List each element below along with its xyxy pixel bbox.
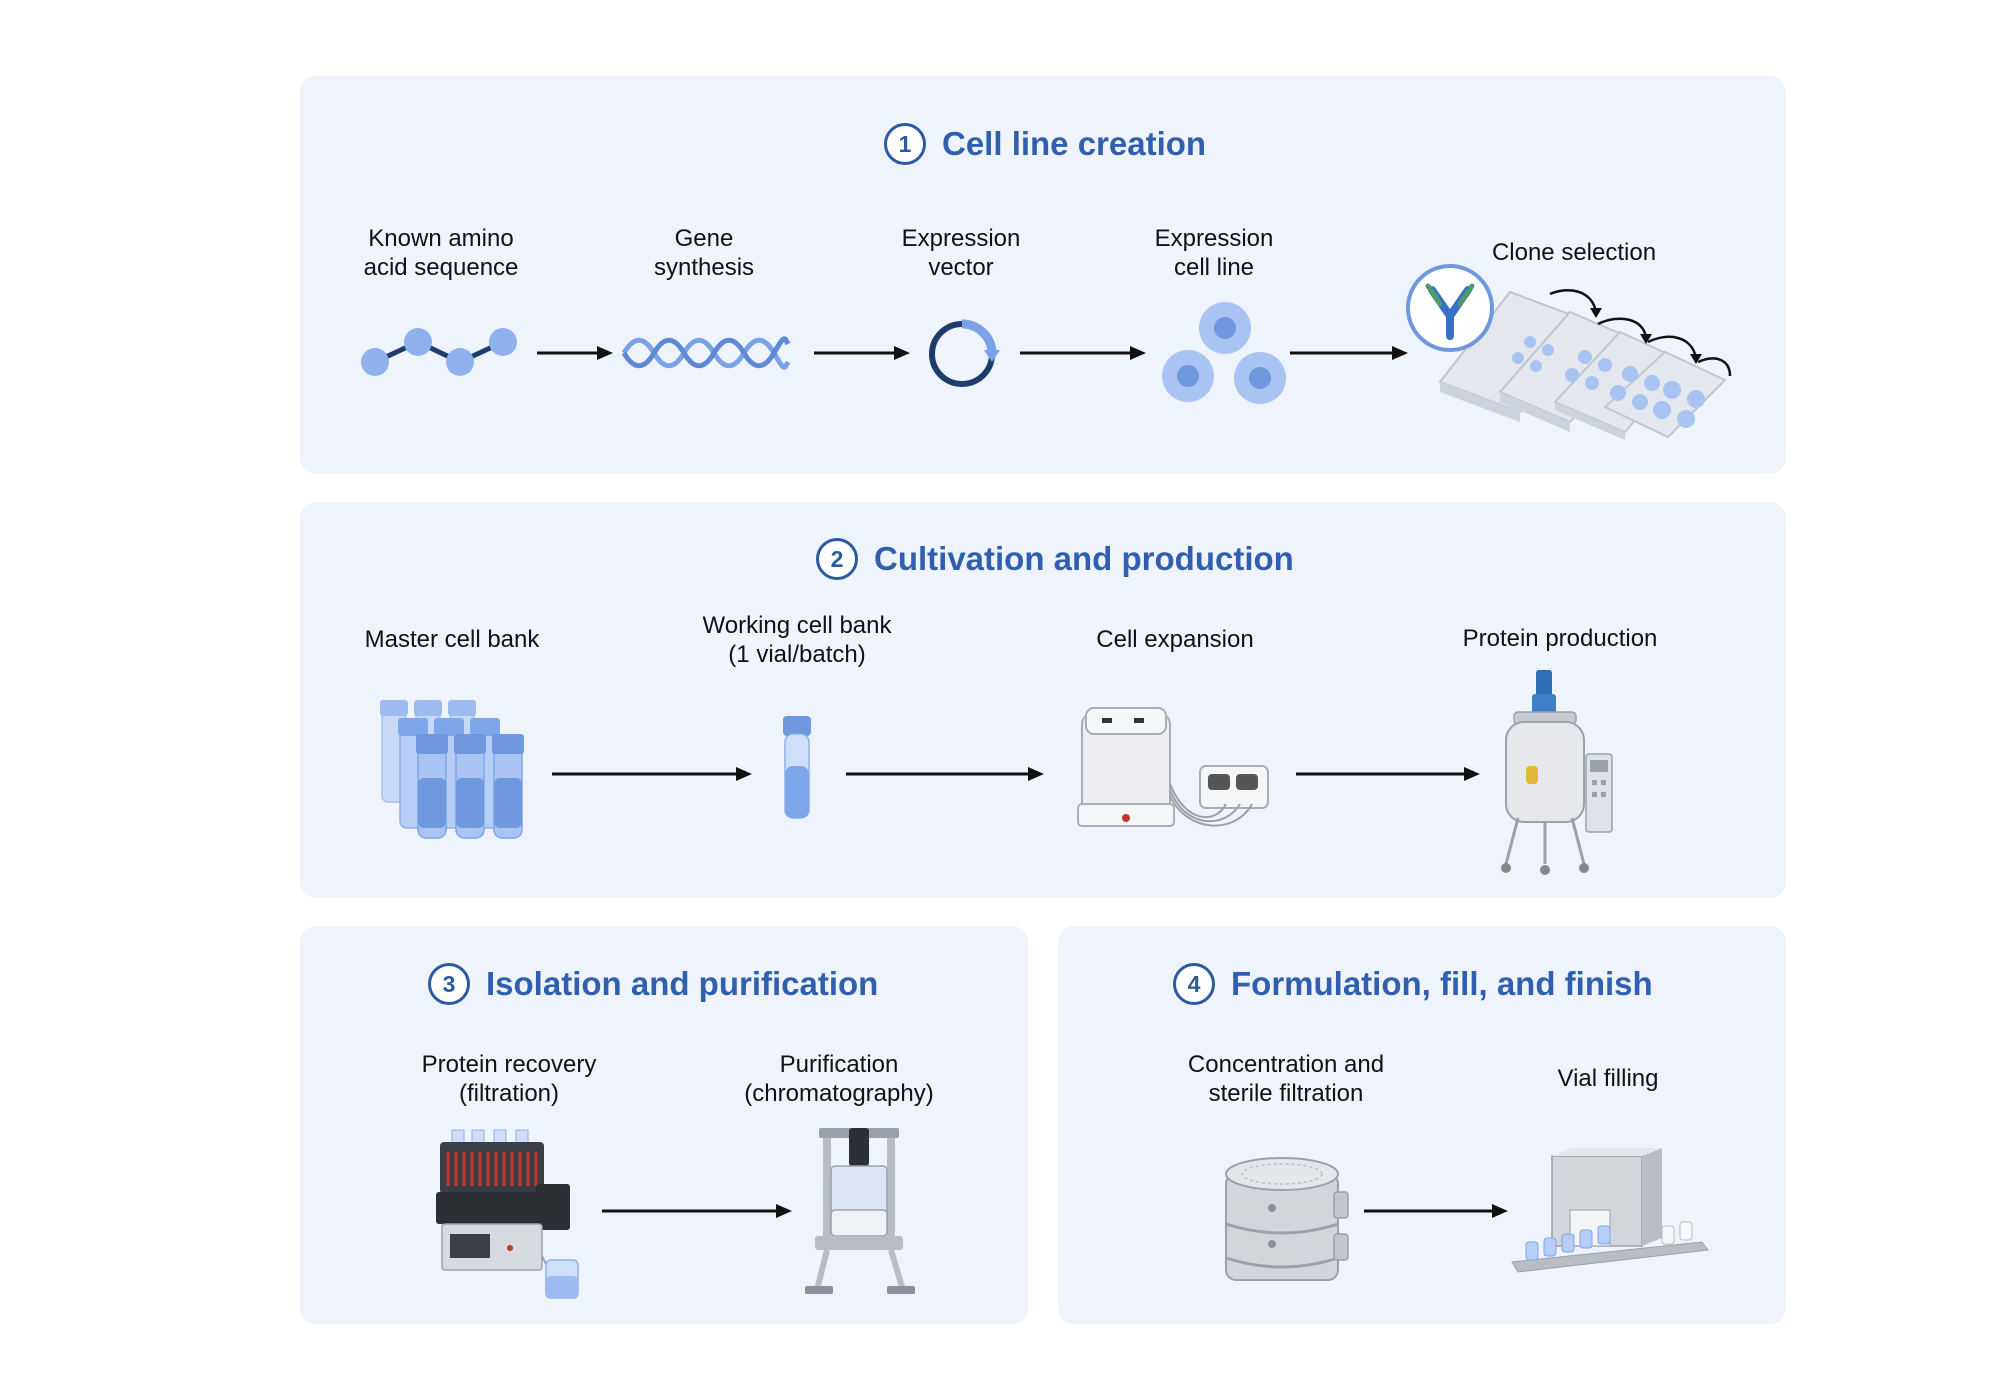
flow-arrow [537, 346, 613, 360]
panel-isolation-purification [300, 926, 1028, 1324]
section-title-text: Cell line creation [942, 125, 1207, 162]
section-title-1: 1 Cell line creation [884, 123, 1206, 165]
step-label-working-cell-bank: Working cell bank (1 vial/batch) [702, 612, 892, 668]
section-title-text: Isolation and purification [486, 965, 879, 1002]
cryovials-icon [380, 700, 524, 839]
step-label-cell-expansion: Cell expansion [1096, 626, 1254, 653]
step-label-gene-synthesis: Gene synthesis [653, 225, 755, 281]
step-number-badge: 1 [884, 123, 926, 165]
step-label-expression-cell-line: Expression cell line [1154, 225, 1274, 281]
section-title-text: Formulation, fill, and finish [1231, 965, 1653, 1002]
step-number-badge: 3 [428, 963, 470, 1005]
step-number-badge: 4 [1173, 963, 1215, 1005]
filter-housing-icon [1225, 1157, 1349, 1281]
flow-arrow [1364, 1204, 1508, 1218]
step-label-expression-vector: Expression vector [901, 225, 1021, 281]
dna-helix-icon [621, 336, 791, 370]
well-plates-antibody-icon [1406, 264, 1732, 440]
section-title-3: 3 Isolation and purification [428, 963, 878, 1005]
flow-arrow [814, 346, 910, 360]
single-vial-icon [783, 716, 811, 819]
step-label-protein-recovery: Protein recovery (filtration) [421, 1051, 597, 1107]
flow-arrow [1290, 346, 1408, 360]
filtration-system-icon [436, 1129, 579, 1299]
section-title-4: 4 Formulation, fill, and finish [1173, 963, 1653, 1005]
amino-acid-chain-icon [361, 328, 517, 376]
flow-arrow [602, 1204, 792, 1218]
flow-arrow [1296, 767, 1480, 781]
flow-arrow [552, 767, 752, 781]
step-label-master-cell-bank: Master cell bank [364, 626, 540, 653]
vial-filling-machine-icon [1511, 1148, 1709, 1273]
step-number-badge: 2 [816, 538, 858, 580]
plasmid-vector-icon [929, 319, 1000, 387]
section-title-text: Cultivation and production [874, 540, 1294, 577]
step-label-vial-filling: Vial filling [1557, 1065, 1659, 1092]
step-label-clone-selection: Clone selection [1491, 239, 1657, 266]
step-label-concentration: Concentration and sterile filtration [1187, 1051, 1385, 1107]
bioreactor-tank-icon [1501, 670, 1613, 875]
step-label-amino-acid: Known amino acid sequence [363, 225, 519, 281]
step-label-protein-production: Protein production [1462, 625, 1658, 652]
flow-arrow [846, 767, 1044, 781]
cell-cluster-icon [1162, 302, 1286, 404]
chromatography-column-icon [805, 1128, 915, 1294]
section-title-2: 2 Cultivation and production [816, 538, 1294, 580]
wave-bioreactor-icon [1077, 707, 1269, 827]
step-label-purification: Purification (chromatography) [744, 1051, 934, 1107]
flow-arrow [1020, 346, 1146, 360]
